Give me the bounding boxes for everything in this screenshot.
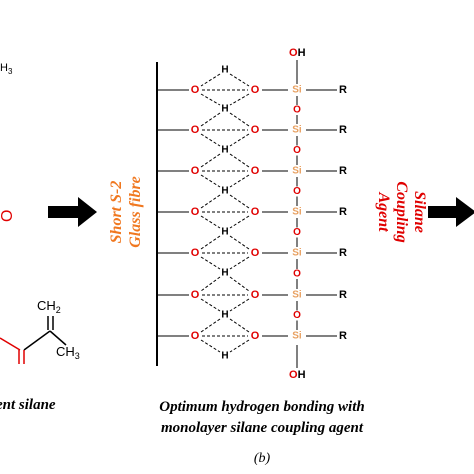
fibre-oxygen: O — [191, 206, 200, 218]
glass-fibre-label: Short S-2 Glass fibre — [108, 176, 144, 248]
hydrogen-bond — [200, 256, 221, 270]
hydrogen-bond — [200, 133, 221, 147]
bottom-hydroxyl: OH — [289, 369, 306, 381]
fibre-oxygen: O — [191, 84, 200, 96]
hydrogen-atom: H — [221, 227, 228, 238]
methyl-fragment: H3 — [0, 62, 13, 76]
silicon-atom: Si — [292, 331, 302, 342]
hydrogen-bond — [229, 215, 250, 229]
coupling-label-line3: Agent — [375, 191, 392, 232]
fibre-oxygen: O — [191, 165, 200, 177]
hydrogen-bond — [229, 298, 250, 312]
glass-label-line2: Glass fibre — [127, 176, 144, 248]
hydrogen-atom: H — [221, 310, 228, 321]
silanol-oxygen: O — [251, 124, 260, 136]
hydrogen-bond — [229, 276, 250, 292]
r-group: R — [339, 289, 347, 301]
silanol-oxygen: O — [251, 206, 260, 218]
hydrogen-bond — [229, 256, 250, 270]
hydrogen-bond — [229, 339, 250, 353]
hydrogen-bond — [229, 318, 250, 333]
hydrogen-bond — [200, 93, 221, 106]
hydrogen-bond — [200, 276, 221, 292]
siloxane-oxygen: O — [293, 269, 301, 280]
silanol-oxygen: O — [251, 289, 260, 301]
silanol-oxygen: O — [251, 247, 260, 259]
ch2-label: CH2 — [37, 298, 61, 315]
hydrogen-bond — [200, 235, 221, 250]
hydrogen-atom: H — [221, 145, 228, 156]
hydrogen-atom: H — [221, 104, 228, 115]
silicon-atom: Si — [292, 166, 302, 177]
hydrogen-bond — [229, 133, 250, 147]
siloxane-oxygen: O — [293, 186, 301, 197]
left-partial-molecule: H3 O CH2 CH3 ent silane — [0, 62, 80, 413]
top-hydroxyl: OH — [289, 47, 306, 59]
glass-label-line1: Short S-2 — [108, 181, 125, 244]
hydrogen-bond — [200, 153, 221, 168]
hydrogen-atom: H — [221, 268, 228, 279]
hydrogen-bond — [229, 235, 250, 250]
hydrogen-atom: H — [221, 186, 228, 197]
fibre-oxygen: O — [191, 247, 200, 259]
r-group: R — [339, 330, 347, 342]
r-group: R — [339, 165, 347, 177]
right-arrow-icon — [428, 197, 474, 227]
hydrogen-atom: H — [221, 65, 228, 76]
left-red-oxygen: O — [0, 210, 16, 222]
silicon-atom: Si — [292, 207, 302, 218]
silicon-atom: Si — [292, 125, 302, 136]
hydrogen-bond — [229, 73, 250, 87]
r-group: R — [339, 124, 347, 136]
hydrogen-bond — [200, 194, 221, 209]
fibre-oxygen: O — [191, 330, 200, 342]
silicon-atom: Si — [292, 290, 302, 301]
hydrogen-bond — [200, 73, 221, 87]
hydrogen-bond — [229, 194, 250, 209]
hydrogen-bond — [200, 215, 221, 229]
hydrogen-bond — [229, 93, 250, 106]
fibre-oxygen: O — [191, 124, 200, 136]
r-group: R — [339, 206, 347, 218]
silanol-oxygen: O — [251, 330, 260, 342]
panel-label: (b) — [254, 451, 271, 466]
silane-coupling-label: Silane Coupling Agent — [375, 181, 428, 242]
siloxane-oxygen: O — [293, 105, 301, 116]
coupling-label-line1: Silane — [411, 191, 428, 233]
siloxane-oxygen: O — [293, 145, 301, 156]
bond-to-carbonyl — [23, 330, 51, 351]
r-group: R — [339, 84, 347, 96]
silanol-oxygen: O — [251, 84, 260, 96]
siloxane-oxygen: O — [293, 310, 301, 321]
hydrogen-atom: H — [221, 351, 228, 362]
bond-to-methyl — [49, 330, 67, 346]
ch3-label: CH3 — [56, 344, 80, 361]
caption-line1: Optimum hydrogen bonding with — [159, 399, 364, 415]
hydrogen-bond — [229, 153, 250, 168]
hydrogen-bond — [200, 298, 221, 312]
r-group: R — [339, 247, 347, 259]
left-caption-fragment: ent silane — [0, 397, 56, 413]
hydrogen-bond — [229, 112, 250, 127]
hydrogen-bond — [200, 174, 221, 188]
hydrogen-bond — [200, 112, 221, 127]
hydrogen-bond — [200, 339, 221, 353]
fibre-oxygen: O — [191, 289, 200, 301]
caption-line2: monolayer silane coupling agent — [161, 420, 364, 436]
left-arrow-icon — [48, 197, 97, 227]
silicon-atom: Si — [292, 248, 302, 259]
coupling-label-line2: Coupling — [393, 181, 410, 242]
hydrogen-bond — [229, 174, 250, 188]
ester-bond — [0, 337, 21, 351]
silanol-oxygen: O — [251, 165, 260, 177]
hydrogen-bond — [200, 318, 221, 333]
silicon-atom: Si — [292, 85, 302, 96]
siloxane-oxygen: O — [293, 227, 301, 238]
